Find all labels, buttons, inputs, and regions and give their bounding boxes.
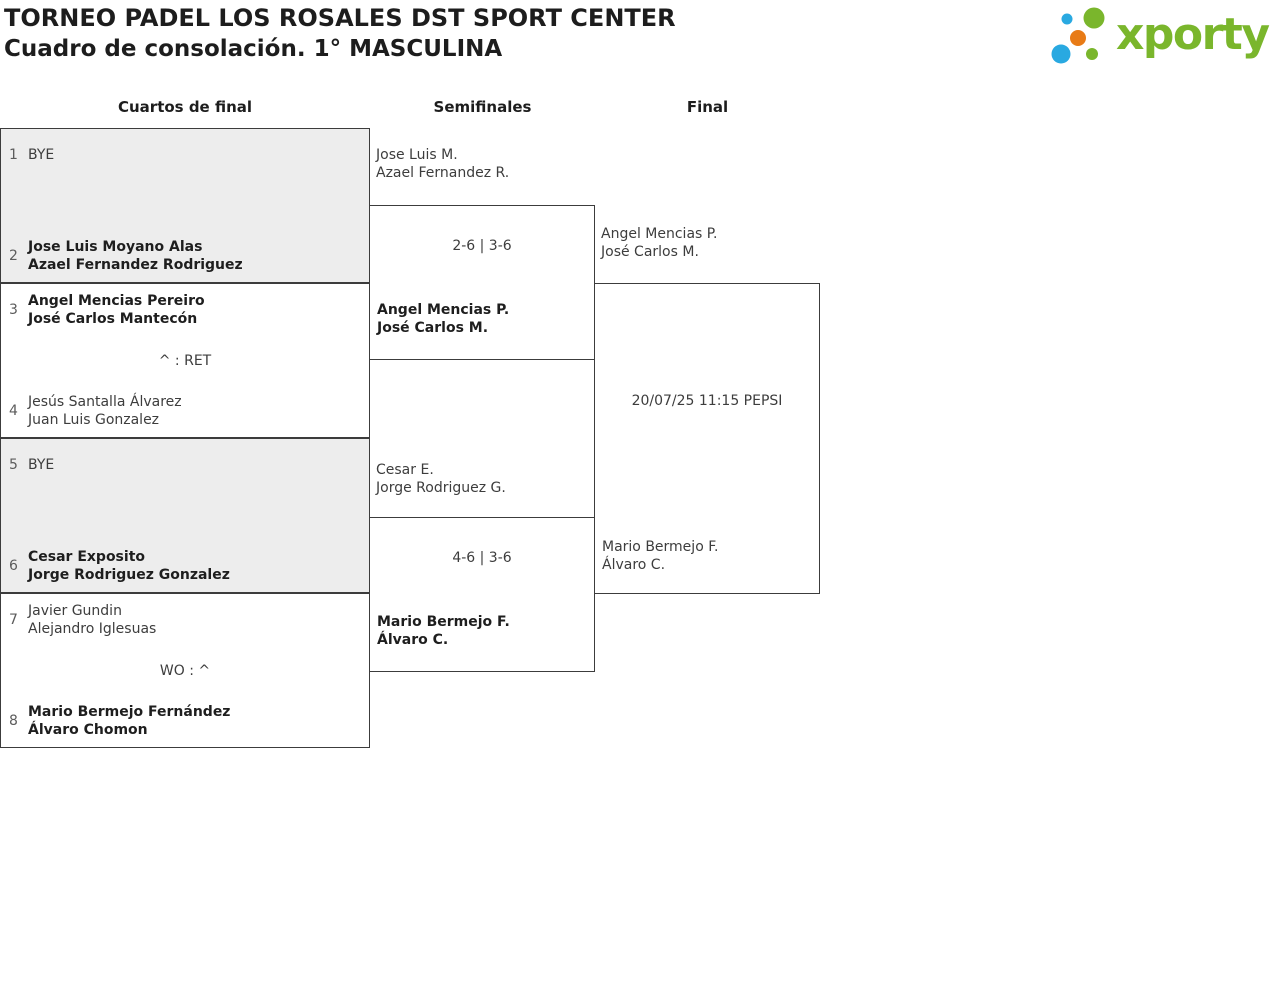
match-quarterfinal-4: 7 Javier Gundin Alejandro Iglesuas WO : …: [0, 593, 370, 748]
match-score: 2-6 | 3-6: [452, 238, 512, 254]
semifinal-2-team-top: Cesar E. Jorge Rodriguez G.: [376, 462, 506, 496]
xporty-logo-text: xporty: [1116, 8, 1270, 60]
seed-number: 6: [9, 558, 18, 574]
seed-number: 5: [9, 457, 18, 473]
match-semifinal-2: 4-6 | 3-6 Mario Bermejo F. Álvaro C.: [369, 517, 595, 672]
team-entry[interactable]: Mario Bermejo F. Álvaro C.: [602, 539, 719, 573]
match-quarterfinal-1: 1 BYE 2 Jose Luis Moyano Alas Azael Fern…: [0, 128, 370, 283]
team-entry[interactable]: Angel Mencias P. José Carlos M.: [377, 302, 510, 336]
xporty-logo[interactable]: xporty: [1046, 2, 1270, 70]
team-entry[interactable]: BYE: [28, 457, 55, 473]
team-entry[interactable]: BYE: [28, 147, 55, 163]
round-header-quarterfinals: Cuartos de final: [117, 98, 253, 116]
semifinal-1-team-top: Jose Luis M. Azael Fernandez R.: [376, 147, 510, 181]
page-title: TORNEO PADEL LOS ROSALES DST SPORT CENTE…: [4, 2, 676, 65]
tournament-title: TORNEO PADEL LOS ROSALES DST SPORT CENTE…: [4, 4, 676, 32]
round-header-final: Final: [686, 98, 729, 116]
seed-number: 7: [9, 612, 18, 628]
match-score: 4-6 | 3-6: [452, 550, 512, 566]
team-entry[interactable]: Mario Bermejo Fernández Álvaro Chomon: [28, 704, 231, 738]
match-semifinal-1: 2-6 | 3-6 Angel Mencias P. José Carlos M…: [369, 205, 595, 360]
team-entry[interactable]: Javier Gundin Alejandro Iglesuas: [28, 603, 157, 637]
seed-number: 3: [9, 302, 18, 318]
match-schedule: 20/07/25 11:15 PEPSI: [631, 393, 783, 409]
bracket-subtitle: Cuadro de consolación. 1° MASCULINA: [4, 36, 503, 62]
match-score: ^ : RET: [158, 352, 212, 369]
final-team-top: Angel Mencias P. José Carlos M.: [601, 226, 718, 260]
team-entry[interactable]: Mario Bermejo F. Álvaro C.: [377, 614, 510, 648]
team-entry[interactable]: Jesús Santalla Álvarez Juan Luis Gonzale…: [28, 394, 182, 428]
seed-number: 1: [9, 147, 18, 163]
team-entry[interactable]: Angel Mencias Pereiro José Carlos Mantec…: [28, 293, 205, 327]
match-score: WO : ^: [159, 662, 211, 679]
xporty-logo-dots-icon: [1051, 7, 1105, 64]
round-header-semifinals: Semifinales: [433, 98, 532, 116]
team-entry[interactable]: Jose Luis Moyano Alas Azael Fernandez Ro…: [28, 239, 243, 273]
team-entry[interactable]: Cesar Exposito Jorge Rodriguez Gonzalez: [28, 549, 230, 583]
match-quarterfinal-2: 3 Angel Mencias Pereiro José Carlos Mant…: [0, 283, 370, 438]
seed-number: 4: [9, 403, 18, 419]
match-quarterfinal-3: 5 BYE 6 Cesar Exposito Jorge Rodriguez G…: [0, 438, 370, 593]
match-final: 20/07/25 11:15 PEPSI Mario Bermejo F. Ál…: [594, 283, 820, 594]
seed-number: 2: [9, 248, 18, 264]
seed-number: 8: [9, 713, 18, 729]
